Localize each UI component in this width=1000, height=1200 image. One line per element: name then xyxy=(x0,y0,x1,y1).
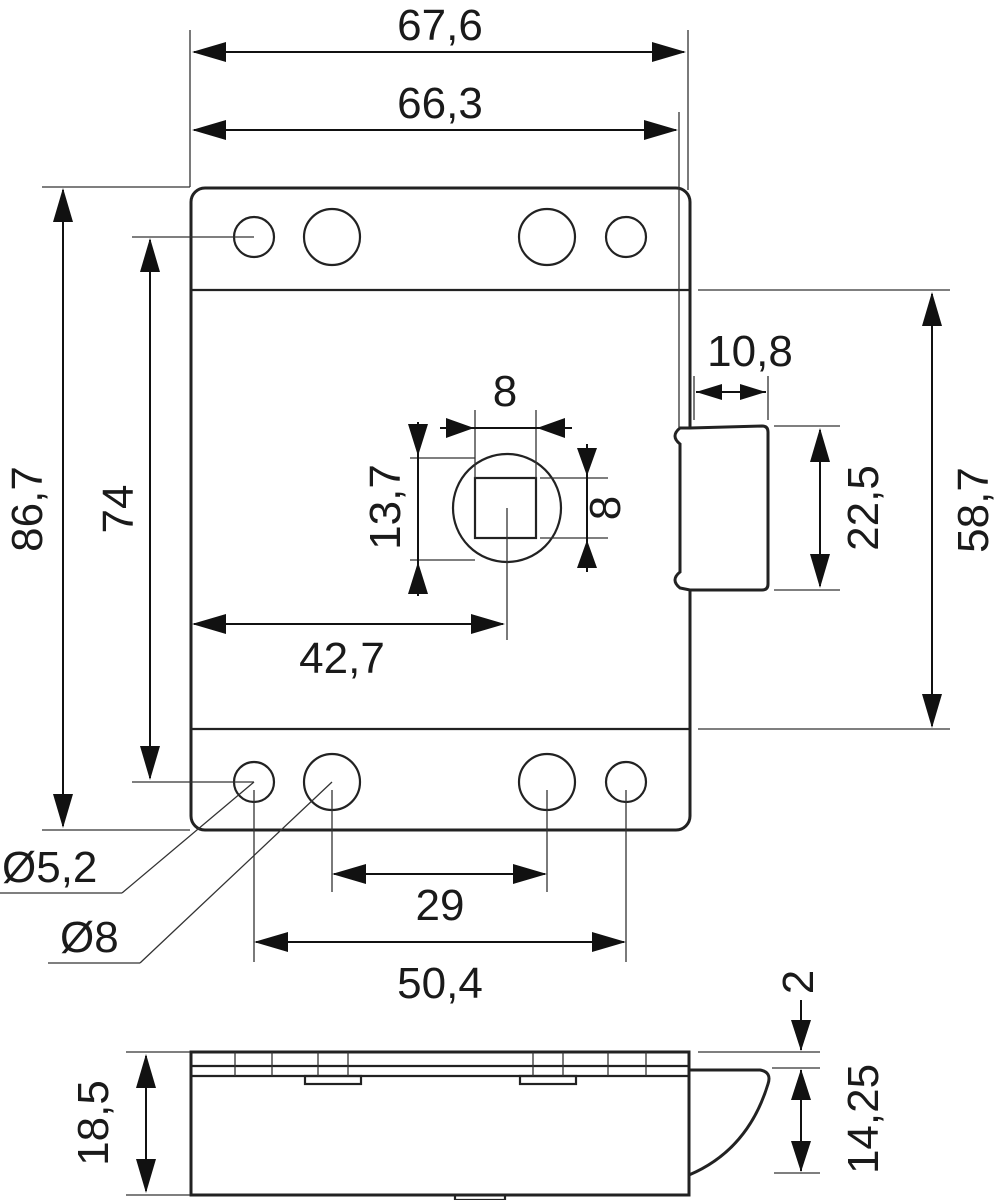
top-mounting-hole-large-left xyxy=(302,207,362,267)
side-tab-right xyxy=(518,1074,578,1086)
body-width-label: 66,3 xyxy=(397,79,483,128)
top-mounting-hole-small-right xyxy=(604,215,648,259)
large-hole-spacing-label: 29 xyxy=(416,881,465,930)
lock-body-front-view xyxy=(189,186,770,832)
dimension-lines xyxy=(0,42,942,964)
diameter-small-label: Ø5,2 xyxy=(2,843,97,892)
dimension-labels: 67,6 66,3 10,8 8 42,7 Ø5,2 29 Ø8 50,4 86… xyxy=(2,1,998,1174)
spindle-offset-horizontal-label: 42,7 xyxy=(299,634,385,683)
top-mounting-hole-large-right xyxy=(517,207,577,267)
spindle-offset-vertical-label: 13,7 xyxy=(361,464,410,550)
side-bottom-tab xyxy=(453,1193,507,1200)
spindle-square xyxy=(473,476,538,540)
diameter-large-label: Ø8 xyxy=(60,913,119,962)
side-latch-bolt xyxy=(687,1068,771,1178)
bolt-height-label: 58,7 xyxy=(949,467,998,553)
side-view-body xyxy=(189,1050,691,1197)
extension-lines xyxy=(42,30,950,962)
overall-depth-label: 18,5 xyxy=(69,1080,118,1166)
spindle-square-vertical-label: 8 xyxy=(581,496,630,520)
bolt-projection-label: 10,8 xyxy=(707,327,793,376)
spindle-square-horizontal-label: 8 xyxy=(493,367,517,416)
small-hole-spacing-label: 50,4 xyxy=(397,959,483,1008)
latch-bolt xyxy=(673,424,770,592)
bolt-depth-label: 14,25 xyxy=(839,1064,888,1174)
bolt-width-label: 22,5 xyxy=(839,465,888,551)
side-tab-left xyxy=(303,1074,363,1086)
side-dimension-lines xyxy=(126,1000,820,1196)
lock-side-view xyxy=(189,1050,771,1200)
overall-width-label: 67,6 xyxy=(397,1,483,50)
overall-height-label: 86,7 xyxy=(3,466,52,552)
cover-thickness-label: 2 xyxy=(774,970,823,994)
hole-spacing-vertical-label: 74 xyxy=(94,485,143,534)
